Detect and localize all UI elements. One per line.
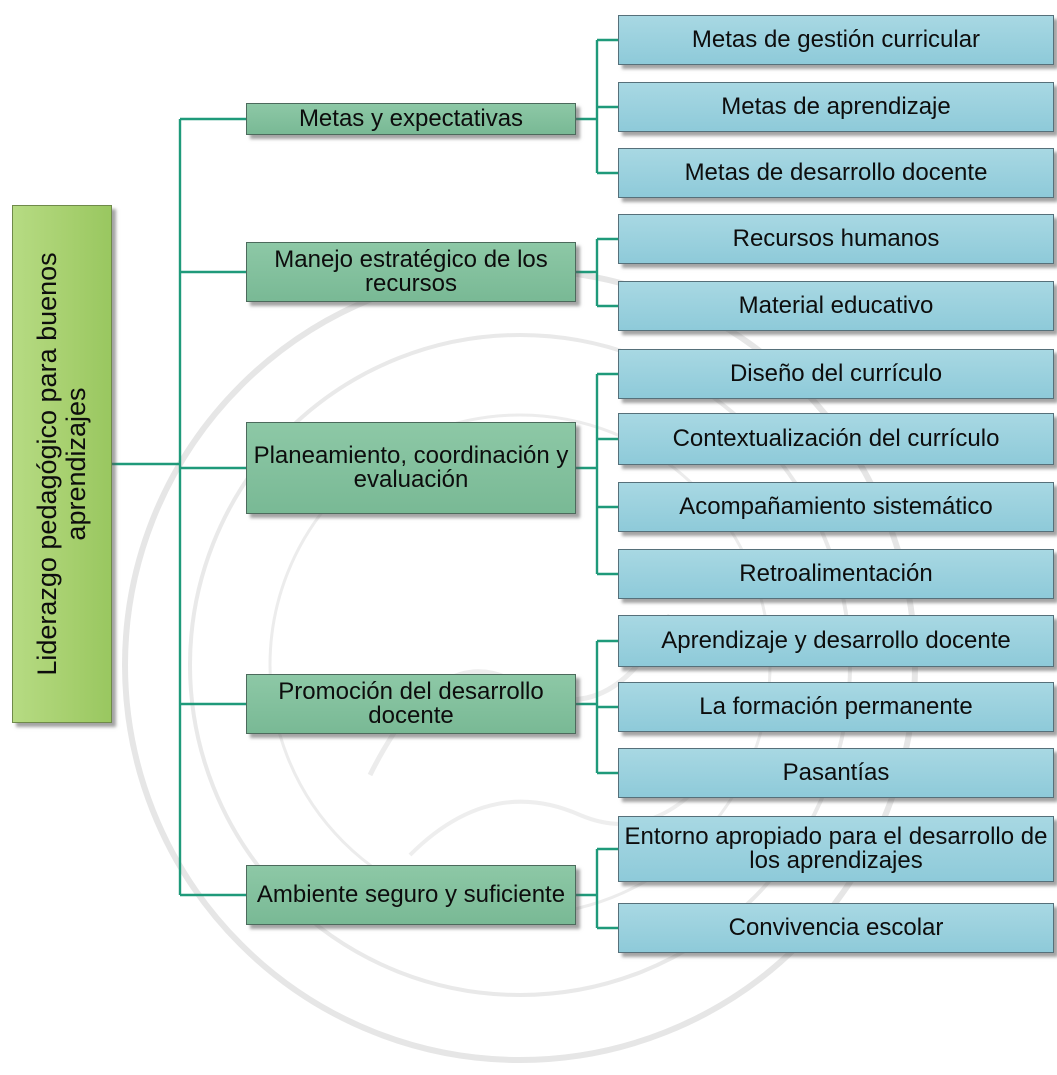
root-node-label: Liderazgo pedagógico para buenos aprendi… [31,252,91,676]
leaf-node-label: Retroalimentación [739,560,933,587]
branch-node-planeamiento: Planeamiento, coordinación y evaluación [246,422,576,514]
diagram-canvas: Liderazgo pedagógico para buenos aprendi… [12,15,1054,1063]
leaf-node: Pasantías [618,748,1054,798]
leaf-node: Aprendizaje y desarrollo docente [618,615,1054,667]
leaf-node-label: Convivencia escolar [728,914,944,941]
root-node: Liderazgo pedagógico para buenos aprendi… [12,205,112,723]
leaf-node-label: Entorno apropiado para el desarrollo de … [624,823,1048,874]
leaf-node: Convivencia escolar [618,903,1054,953]
branch-node-label: Metas y expectativas [298,105,524,132]
leaf-node-label: Pasantías [782,759,890,786]
branch-node-label: Manejo estratégico de los recursos [274,246,548,297]
leaf-node-label: Contextualización del currículo [672,425,1000,452]
leaf-node-label: Diseño del currículo [729,360,943,387]
leaf-node: Acompañamiento sistemático [618,482,1054,532]
branch-node-recursos: Manejo estratégico de los recursos [246,242,576,302]
leaf-node: Metas de aprendizaje [618,82,1054,132]
leaf-node: Recursos humanos [618,214,1054,264]
leaf-node: Entorno apropiado para el desarrollo de … [618,816,1054,882]
leaf-node-label: Acompañamiento sistemático [679,493,993,520]
branch-node-label: Ambiente seguro y suficiente [256,881,566,908]
leaf-node: Retroalimentación [618,549,1054,599]
branch-node-label: Promoción del desarrollo docente [278,678,544,729]
branch-node-ambiente: Ambiente seguro y suficiente [246,865,576,925]
leaf-node-label: La formación permanente [699,693,973,720]
branch-node-label: Planeamiento, coordinación y evaluación [253,442,569,493]
leaf-node-label: Metas de gestión curricular [691,26,981,53]
leaf-node-label: Recursos humanos [732,225,940,252]
leaf-node: Contextualización del currículo [618,413,1054,465]
leaf-node-label: Metas de aprendizaje [721,93,951,120]
leaf-node: La formación permanente [618,682,1054,732]
leaf-node: Metas de desarrollo docente [618,148,1054,198]
leaf-node: Material educativo [618,281,1054,331]
leaf-node-label: Aprendizaje y desarrollo docente [661,627,1011,654]
leaf-node-label: Material educativo [738,292,934,319]
leaf-node: Metas de gestión curricular [618,15,1054,65]
branch-node-promocion: Promoción del desarrollo docente [246,674,576,734]
leaf-node-label: Metas de desarrollo docente [684,159,988,186]
branch-node-metas: Metas y expectativas [246,103,576,135]
leaf-node: Diseño del currículo [618,349,1054,399]
